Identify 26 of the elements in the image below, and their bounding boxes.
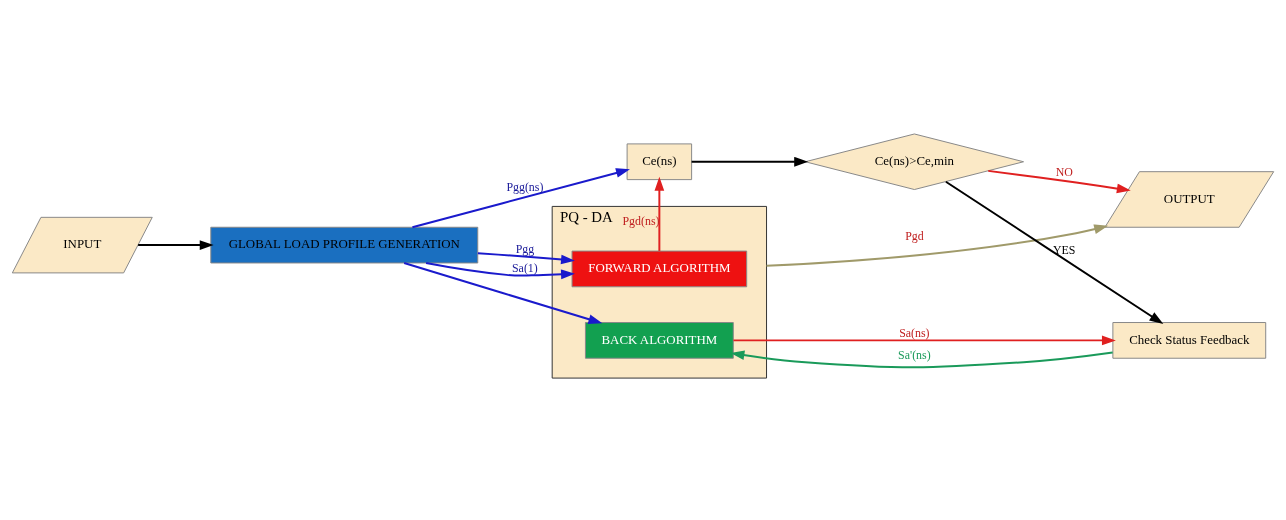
edge-label: Sa(1)	[512, 260, 538, 275]
arrow	[425, 262, 575, 280]
arrow	[403, 262, 603, 324]
arrow	[987, 169, 1131, 194]
edge-label: Sa'(ns)	[898, 347, 931, 362]
arrow	[411, 168, 630, 229]
edge-label: NO	[1055, 165, 1073, 180]
arrow	[730, 350, 1114, 369]
arrow	[732, 335, 1116, 346]
node-diamond: Ce(ns)>Ce,min	[804, 133, 1025, 191]
arrow	[765, 224, 1109, 267]
arrow	[476, 252, 575, 265]
edge-label: Sa(ns)	[899, 326, 930, 341]
edge-label: Pgd	[905, 228, 924, 243]
edge-label: YES	[1053, 242, 1076, 257]
arrow	[944, 180, 1164, 325]
node-box: FORWARD ALGORITHM	[571, 250, 748, 288]
node-box: Ce(ns)	[626, 143, 693, 181]
arrow	[137, 240, 214, 250]
arrow	[654, 176, 665, 252]
edge-label: Pgg(ns)	[506, 180, 544, 195]
arrow	[690, 156, 809, 167]
node-box: GLOBAL LOAD PROFILE GENERATION	[210, 226, 479, 264]
edge-label: Pgg	[515, 241, 535, 256]
node-box: Check Status Feedback	[1112, 322, 1267, 359]
node-box: BACK ALGORITHM	[584, 322, 734, 359]
